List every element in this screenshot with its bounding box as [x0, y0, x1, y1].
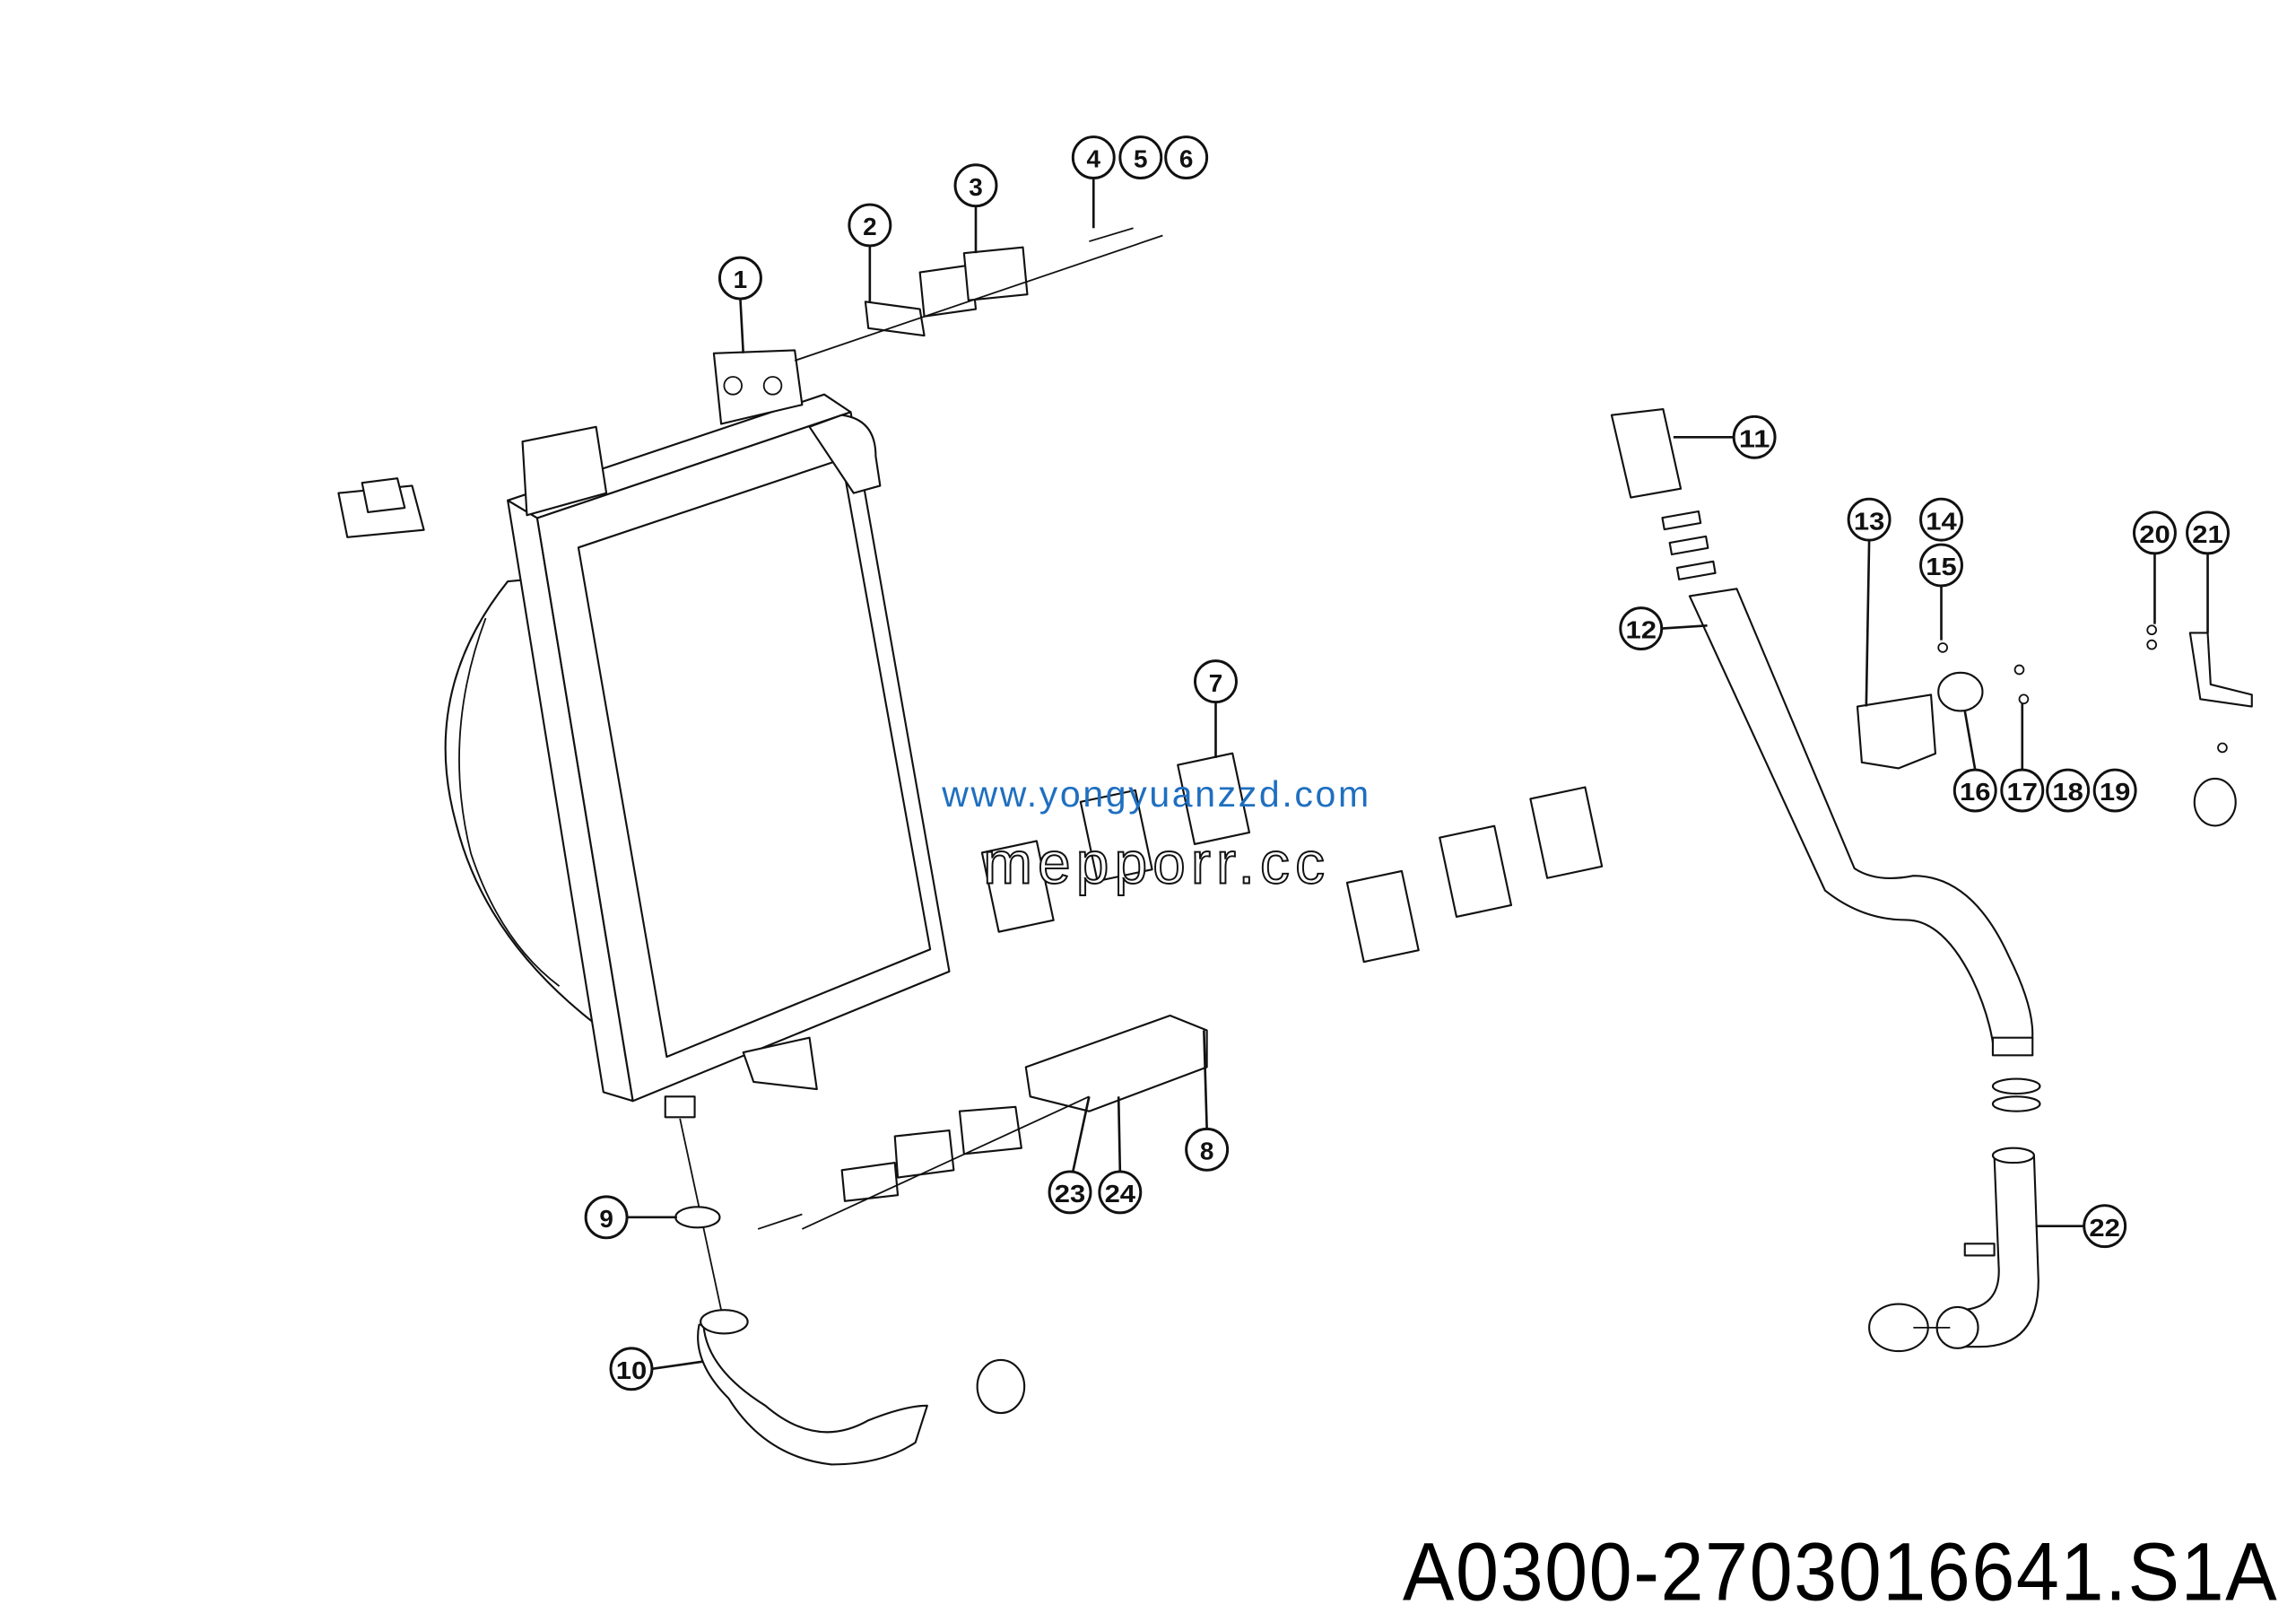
callout-number: 15 [1926, 553, 1956, 580]
mount-pad [980, 840, 1055, 933]
radiator-core [577, 458, 932, 1059]
callout-number: 6 [1179, 145, 1194, 173]
callout-number: 10 [616, 1356, 647, 1384]
callout-circle [1098, 1170, 1143, 1215]
callout-number: 7 [1209, 669, 1223, 697]
callout-circle [2046, 768, 2091, 813]
callout-number: 8 [1200, 1137, 1214, 1164]
mount-pad [1439, 824, 1513, 918]
callout-circle [2133, 510, 2177, 555]
callout-number: 9 [599, 1205, 613, 1233]
callout-number: 4 [1087, 145, 1101, 173]
callout-circle [1071, 135, 1116, 179]
callout-circle [1919, 543, 1963, 588]
callout-number: 5 [1134, 145, 1148, 173]
charge-pipe-group [1610, 408, 2041, 1353]
callout-number: 13 [1854, 507, 1884, 535]
callout-circle [1048, 1170, 1092, 1215]
callout-circle [2186, 510, 2230, 555]
callout-circle [1952, 768, 1997, 813]
callout-number: 11 [1739, 424, 1770, 452]
callout-circle [1118, 135, 1163, 179]
callout-number: 14 [1926, 507, 1957, 535]
callout-number: 18 [2052, 778, 2083, 806]
callout-number: 17 [2007, 778, 2038, 806]
callout-number: 3 [969, 173, 983, 201]
upper-outlet-elbow [808, 414, 882, 494]
callout-circle [1164, 135, 1209, 179]
charge-pipe-12 [1688, 588, 2034, 1054]
callout-number: 19 [2100, 778, 2130, 806]
callout-circle [1919, 497, 1963, 542]
mount-bracket-1 [712, 349, 804, 425]
lower-outlet-stub [664, 1095, 696, 1119]
callout-number: 1 [734, 266, 748, 293]
callout-number: 22 [2089, 1214, 2119, 1242]
pipe-bracket-group [1856, 624, 2253, 827]
mount-bracket-left [521, 425, 608, 517]
bottom-bracket [742, 1036, 818, 1091]
pipe-22 [1956, 1154, 2039, 1348]
rubber-mounts [980, 752, 1604, 964]
callout-circle [1732, 414, 1777, 459]
callout-circle [1619, 606, 1664, 651]
callout-circle [848, 203, 892, 248]
watermark-url: www.yongyuanzzd.com [941, 773, 1369, 815]
callout-number: 16 [1960, 778, 1990, 806]
callout-circle [1847, 497, 1892, 542]
upper-fasteners [794, 227, 1163, 362]
mount-pad [1345, 869, 1420, 964]
callout-circle [584, 1195, 629, 1240]
mount-pad [1079, 789, 1153, 883]
callout-circle [1194, 659, 1238, 704]
callout-circle [609, 1347, 654, 1391]
watermark-outline-text: mepporr.cc [983, 830, 1325, 895]
callout-number: 23 [1055, 1180, 1085, 1208]
callout-number: 2 [863, 213, 877, 240]
callout-number: 21 [2192, 520, 2222, 548]
lower-hose-10 [697, 1323, 928, 1466]
callout-circle [2000, 768, 2045, 813]
callout-circle [953, 163, 998, 208]
radiator-assembly [337, 349, 951, 1119]
lower-bracket-group [757, 1014, 1208, 1230]
shim-2 [864, 301, 926, 337]
mount-pad [1529, 786, 1604, 879]
callout-circle [2083, 1204, 2127, 1249]
mount-pad [1177, 752, 1251, 845]
callout-circle [718, 256, 762, 301]
part-number: A0300-2703016641.S1A [1403, 1526, 2278, 1618]
insulation-11 [1610, 408, 1683, 499]
leader-lines [627, 178, 2209, 1371]
hose-clamp [976, 1358, 1026, 1415]
callout-circle [2092, 768, 2137, 813]
callout-number: 24 [1105, 1180, 1136, 1208]
callout-number: 12 [1626, 616, 1657, 644]
callout-circle [1185, 1127, 1230, 1172]
lower-support-bracket [1024, 1014, 1208, 1112]
lower-hose-group [674, 1118, 1026, 1466]
callout-number: 20 [2139, 520, 2170, 548]
